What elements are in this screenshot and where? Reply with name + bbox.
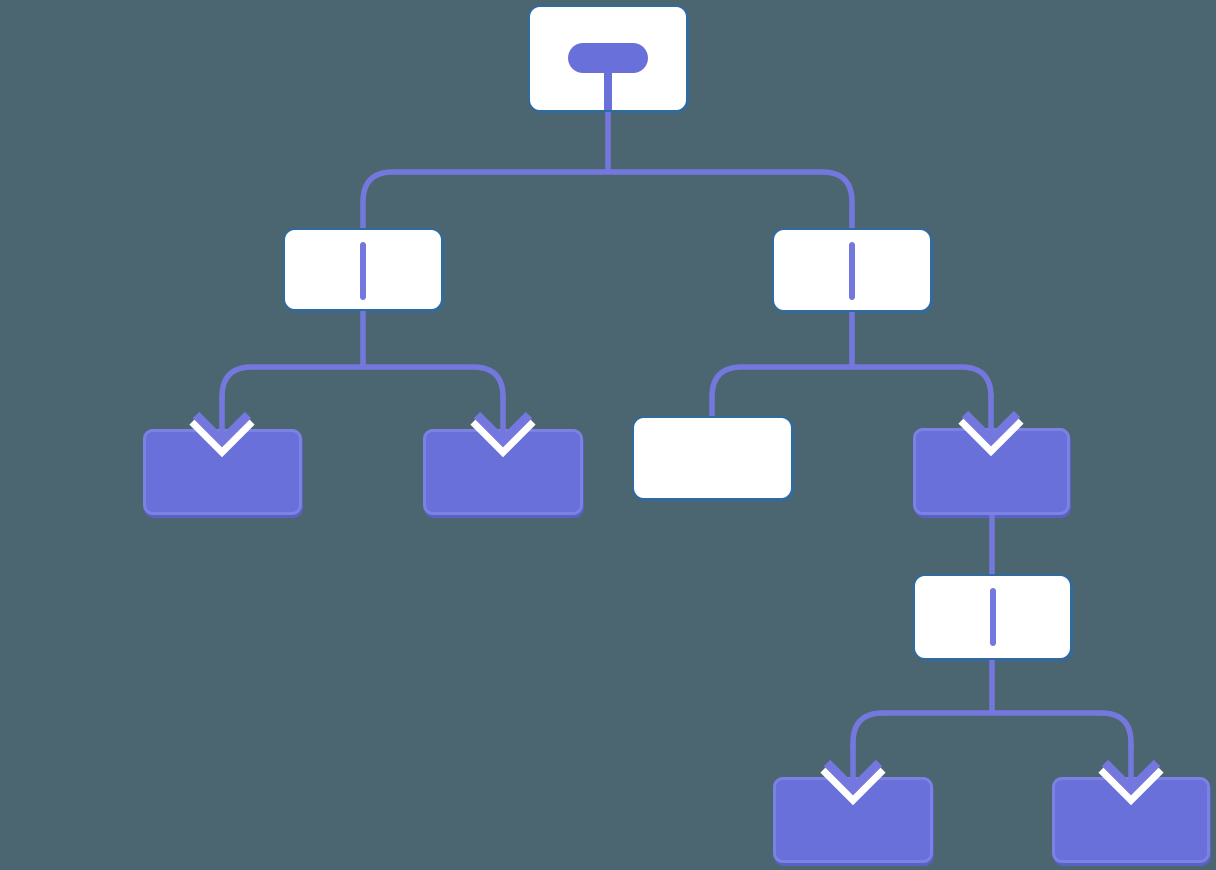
plain-white-node[interactable] xyxy=(632,416,793,500)
connector-line xyxy=(850,710,1134,747)
leaf-left-1-node[interactable] xyxy=(143,429,302,515)
tree-root-stem xyxy=(604,67,612,110)
connector-line xyxy=(219,364,506,399)
divider-bar-icon xyxy=(360,242,366,300)
mid-branch-node[interactable] xyxy=(913,574,1072,660)
divider-bar-icon xyxy=(989,588,996,646)
branch-right-node[interactable] xyxy=(772,228,932,312)
leaf-bottom-1-node[interactable] xyxy=(773,777,933,863)
leaf-right-node[interactable] xyxy=(913,428,1070,515)
tree-root-icon xyxy=(568,43,648,73)
leaf-left-2-node[interactable] xyxy=(423,429,583,515)
branch-left-node[interactable] xyxy=(283,228,443,311)
divider-bar-icon xyxy=(849,242,855,300)
connector-line xyxy=(360,169,855,228)
connector-line xyxy=(709,364,994,416)
leaf-bottom-2-node[interactable] xyxy=(1052,777,1210,863)
root-node[interactable] xyxy=(528,5,688,112)
